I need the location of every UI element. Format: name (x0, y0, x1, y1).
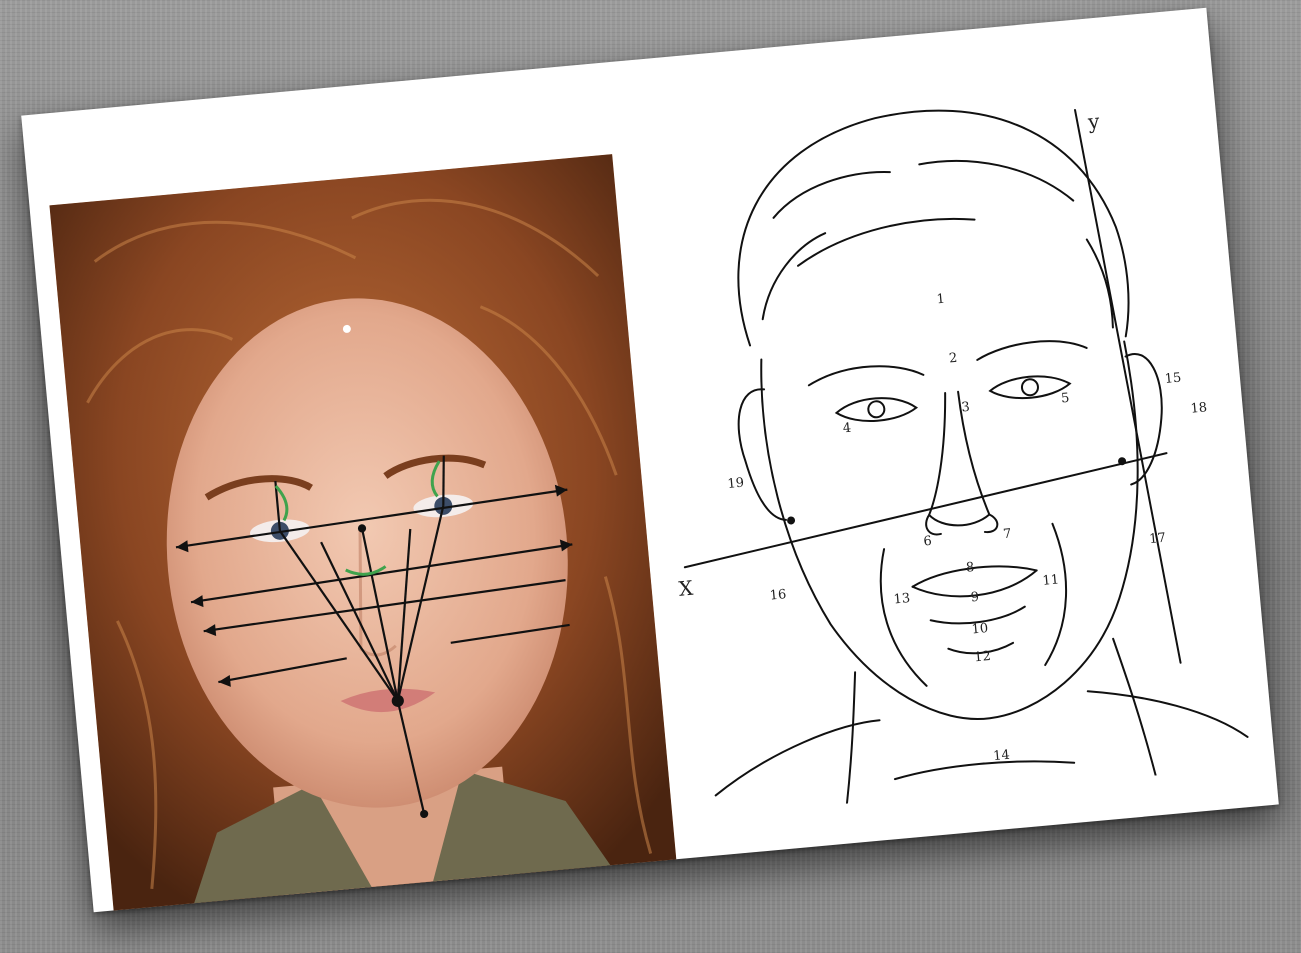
point-label-4: 4 (842, 421, 852, 437)
face-sketch-illustration: X y 1 2 3 4 5 6 7 8 9 10 11 12 13 14 15 … (632, 49, 1255, 817)
point-label-12: 12 (974, 649, 992, 665)
face-photo (49, 154, 676, 912)
point-label-16: 16 (769, 587, 787, 603)
point-label-14: 14 (993, 748, 1011, 764)
face-sketch: X y 1 2 3 4 5 6 7 8 9 10 11 12 13 14 15 … (632, 49, 1255, 817)
point-label-18: 18 (1190, 400, 1208, 416)
x-axis-label: X (678, 576, 695, 601)
point-label-7: 7 (1003, 527, 1013, 543)
point-label-6: 6 (923, 534, 933, 550)
point-label-10: 10 (971, 621, 989, 637)
point-label-19: 19 (727, 476, 745, 492)
point-label-15: 15 (1164, 371, 1182, 387)
y-axis-label: y (1086, 109, 1101, 134)
point-label-17: 17 (1149, 531, 1167, 547)
point-label-9: 9 (970, 590, 980, 606)
point-label-13: 13 (893, 591, 911, 607)
point-label-11: 11 (1042, 572, 1060, 588)
point-label-3: 3 (961, 400, 971, 416)
point-label-2: 2 (948, 351, 958, 367)
face-photo-illustration (49, 154, 676, 912)
point-label-8: 8 (965, 560, 975, 576)
point-label-1: 1 (936, 292, 946, 308)
photo-card: X y 1 2 3 4 5 6 7 8 9 10 11 12 13 14 15 … (21, 8, 1279, 913)
point-label-5: 5 (1060, 391, 1070, 407)
